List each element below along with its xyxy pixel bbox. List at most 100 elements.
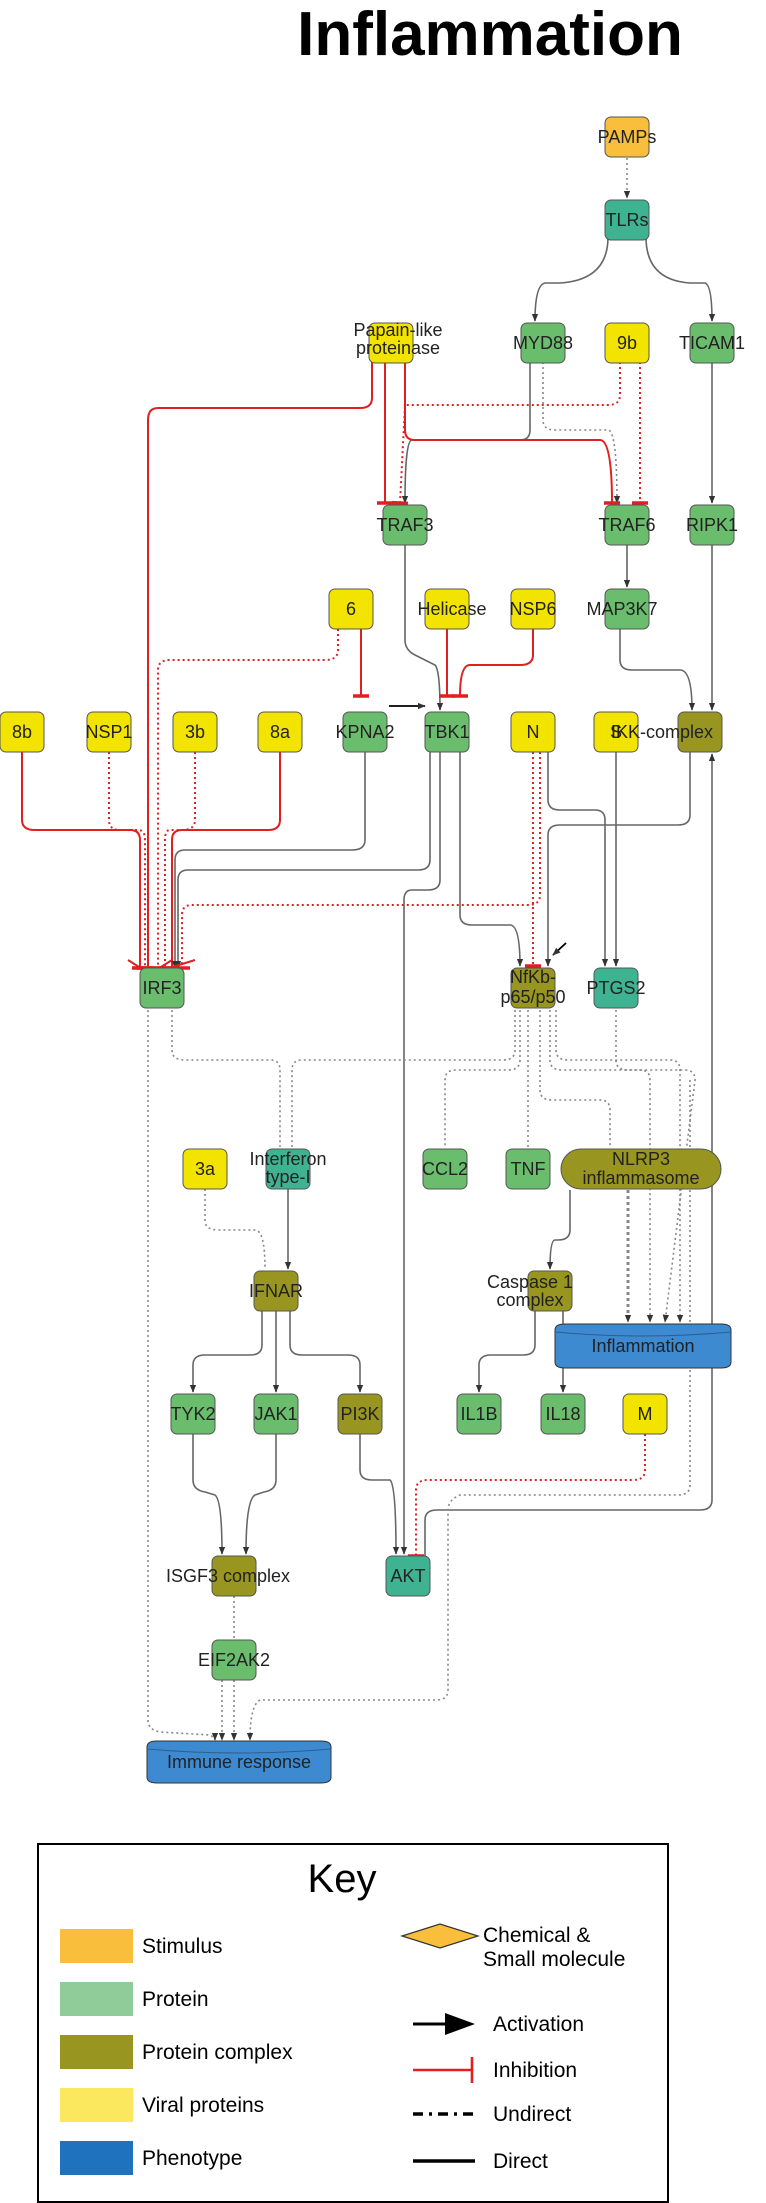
edge-nfkb-infl-2 bbox=[555, 1010, 684, 1323]
edge-irf3-ifn1 bbox=[171, 1010, 281, 1147]
node-tbk1: TBK1 bbox=[424, 711, 470, 753]
key-label: Stimulus bbox=[142, 1935, 223, 1958]
edge-kpna2-irf3 bbox=[171, 752, 366, 969]
node-label: IRF3 bbox=[142, 978, 181, 998]
edge-akt-ikk bbox=[424, 753, 716, 1590]
node-il1b: IL1B bbox=[456, 1393, 502, 1435]
node-shape bbox=[505, 1148, 551, 1190]
key-item-phenotype: Phenotype bbox=[60, 2141, 242, 2175]
node-shape bbox=[424, 588, 470, 630]
key-item-chemical: Chemical &Small molecule bbox=[400, 1923, 625, 1971]
node-eif2ak2: EIF2AK2 bbox=[198, 1639, 270, 1681]
node-shape bbox=[456, 1393, 502, 1435]
edge-ifnar-pi3k bbox=[289, 1311, 364, 1393]
node-n9b: 9b bbox=[604, 322, 650, 364]
key-swatch bbox=[60, 2035, 133, 2069]
node-shape-rim bbox=[146, 1748, 332, 1754]
edge-nfkb-nlrp3 bbox=[539, 1010, 611, 1147]
node-shape bbox=[0, 711, 45, 753]
node-shape bbox=[337, 1393, 383, 1435]
edge-3b-irf3 bbox=[157, 752, 196, 970]
node-shape bbox=[211, 1639, 257, 1681]
edge-tlrs-ticam1 bbox=[645, 236, 716, 322]
key-label-line2: Small molecule bbox=[483, 1948, 625, 1971]
edge-nfkb-ccl2 bbox=[444, 1010, 521, 1147]
edges bbox=[21, 158, 716, 1741]
node-pamps: PAMPs bbox=[598, 116, 657, 158]
node-shape bbox=[510, 967, 556, 1009]
node-tlrs: TLRs bbox=[604, 199, 650, 241]
node-shape bbox=[604, 116, 650, 158]
node-shape bbox=[172, 711, 218, 753]
key-label: Undirect bbox=[493, 2103, 571, 2126]
node-shape bbox=[593, 967, 639, 1009]
node-traf3: TRAF3 bbox=[376, 504, 434, 546]
edge-tlrs-myd88 bbox=[531, 236, 609, 322]
node-shape bbox=[253, 1270, 299, 1312]
edge-jak1-isgf3 bbox=[242, 1434, 277, 1555]
node-label: PTGS2 bbox=[586, 978, 645, 998]
node-label: NSP1 bbox=[85, 722, 132, 742]
node-jak1: JAK1 bbox=[253, 1393, 299, 1435]
node-label: TLRs bbox=[605, 210, 648, 230]
node-shape bbox=[211, 1555, 257, 1597]
node-vm: M bbox=[622, 1393, 668, 1435]
node-shape bbox=[604, 588, 650, 630]
node-shape bbox=[265, 1148, 311, 1190]
node-label: CCL2 bbox=[422, 1159, 468, 1179]
edge-myd88-traf3 bbox=[401, 362, 531, 504]
key-label: Protein complex bbox=[142, 2041, 293, 2064]
edge-myd88-traf6 bbox=[542, 362, 621, 504]
node-label: PAMPs bbox=[598, 127, 657, 147]
edge-tyk2-isgf3 bbox=[192, 1434, 226, 1555]
node-ripk1: RIPK1 bbox=[686, 504, 738, 546]
node-ikk: IKK-complex bbox=[611, 711, 723, 753]
node-label: Caspase 1 bbox=[487, 1272, 573, 1292]
node-label: MYD88 bbox=[513, 333, 573, 353]
node-label: IL18 bbox=[545, 1404, 580, 1424]
edge-ifnar-tyk2 bbox=[189, 1311, 263, 1393]
node-shape bbox=[604, 322, 650, 364]
node-map3k7: MAP3K7 bbox=[586, 588, 658, 630]
node-v3b: 3b bbox=[172, 711, 218, 753]
edge-n-ptgs2 bbox=[547, 752, 609, 967]
key-swatch bbox=[60, 2141, 133, 2175]
edge-map3k7-ikk bbox=[619, 629, 696, 711]
node-isgf3: ISGF3 complex bbox=[166, 1555, 290, 1597]
key-item-activation: Activation bbox=[413, 2013, 584, 2036]
edge-pi3k-akt bbox=[359, 1434, 400, 1555]
node-label-line2: p65/p50 bbox=[500, 987, 565, 1007]
node-label: 9b bbox=[617, 333, 637, 353]
diamond-icon bbox=[400, 1923, 480, 1949]
node-label: Inflammation bbox=[591, 1336, 694, 1356]
edge-tbk1-irf3 bbox=[174, 752, 431, 969]
edge-ptgs2-infl bbox=[615, 1010, 696, 1323]
key-label: Activation bbox=[493, 2013, 584, 2036]
node-ptgs2: PTGS2 bbox=[586, 967, 646, 1009]
node-label-line2: inflammasome bbox=[582, 1168, 699, 1188]
node-label: 6 bbox=[346, 599, 356, 619]
node-shape bbox=[328, 588, 374, 630]
inhibition-icon bbox=[413, 2057, 474, 2083]
node-nsp1: NSP1 bbox=[85, 711, 133, 753]
node-shape bbox=[510, 711, 556, 753]
node-shape bbox=[604, 504, 650, 546]
key-label: Phenotype bbox=[142, 2147, 242, 2170]
node-nsp6: NSP6 bbox=[509, 588, 557, 630]
edge-v6-irf3 bbox=[150, 629, 339, 970]
key-swatch bbox=[60, 2088, 133, 2122]
node-myd88: MYD88 bbox=[513, 322, 573, 364]
node-helicase: Helicase bbox=[417, 588, 487, 630]
node-shape bbox=[604, 199, 650, 241]
node-label: TRAF6 bbox=[598, 515, 655, 535]
node-label: Helicase bbox=[417, 599, 486, 619]
node-label: IKK-complex bbox=[611, 722, 713, 742]
node-label: JAK1 bbox=[254, 1404, 297, 1424]
node-label: KPNA2 bbox=[335, 722, 394, 742]
node-ccl2: CCL2 bbox=[422, 1148, 468, 1190]
node-vs: S bbox=[593, 711, 639, 753]
edge-ikk-nfkb bbox=[544, 752, 691, 967]
